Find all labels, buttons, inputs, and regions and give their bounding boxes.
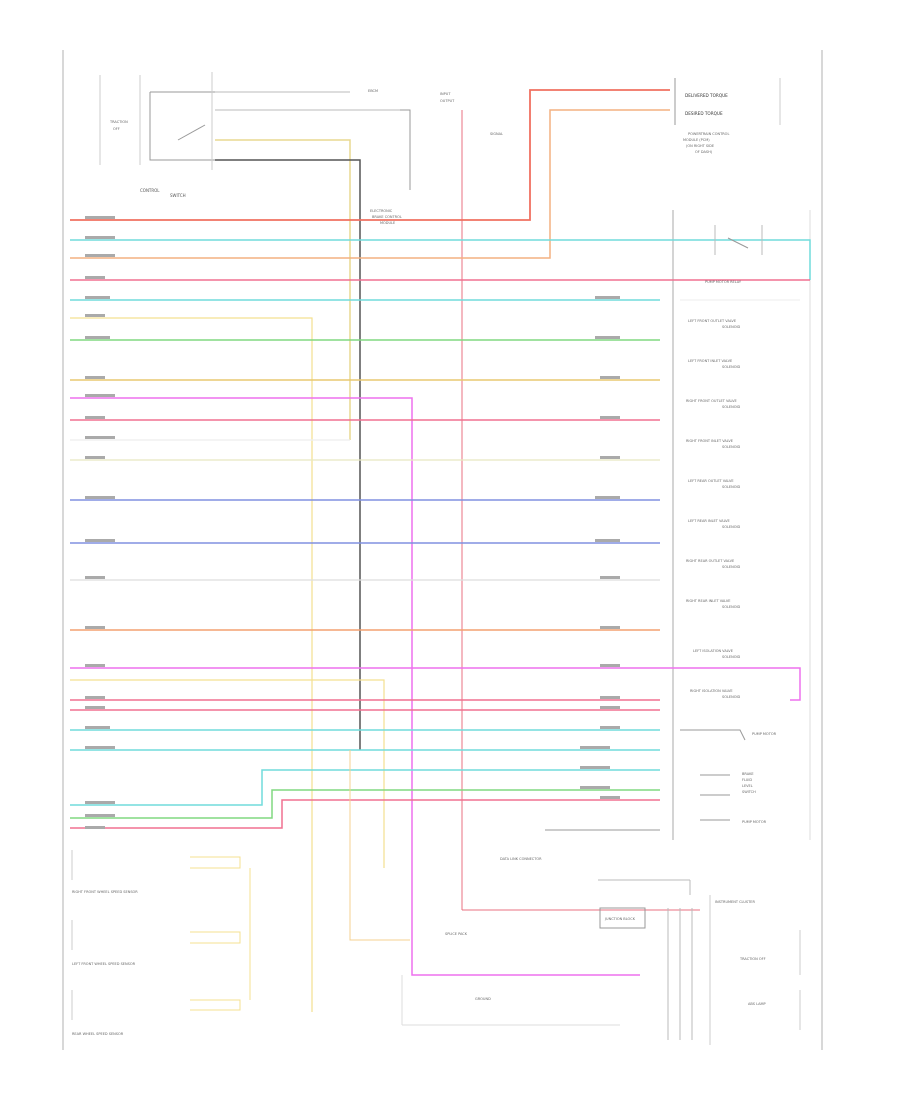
valve-label: LEFT REAR INLET VALVE (688, 519, 730, 523)
valve-label: RIGHT REAR INLET VALVE (686, 599, 730, 603)
pcm-block-label-2: MODULE (PCM) (683, 138, 710, 142)
ebcm-label-2: BRAKE CONTROL (372, 215, 402, 219)
switch-caption: CONTROL (140, 188, 160, 193)
valve-label: RIGHT ISOLATION VALVE (690, 689, 733, 693)
ebcm-top-label: EBCM (368, 89, 378, 93)
valve-sub: SOLENOID (722, 485, 741, 489)
valve-left-isolation: LEFT ISOLATION VALVE SOLENOID (693, 649, 741, 659)
diagram-frame (62, 50, 823, 1050)
abs-lamp-label: ABS LAMP (748, 1002, 766, 1006)
valve-sub: SOLENOID (722, 695, 741, 699)
input-label: INPUT (440, 92, 451, 96)
valve-lr-outlet: LEFT REAR OUTLET VALVE SOLENOID (688, 479, 741, 489)
valve-right-isolation: RIGHT ISOLATION VALVE SOLENOID (690, 689, 741, 699)
valve-solenoids: LEFT FRONT OUTLET VALVE SOLENOID LEFT FR… (680, 299, 800, 699)
sensor-rf-label: RIGHT FRONT WHEEL SPEED SENSOR (72, 890, 138, 894)
valve-label: LEFT REAR OUTLET VALVE (688, 479, 734, 483)
valve-sub: SOLENOID (722, 405, 741, 409)
valve-label: LEFT ISOLATION VALVE (693, 649, 733, 653)
bottom-middle: SPLICE PACK DATA LINK CONNECTOR GROUND (349, 750, 700, 1026)
harness-wires (70, 239, 811, 1012)
valve-lf-inlet: LEFT FRONT INLET VALVE SOLENOID (688, 359, 741, 369)
valve-label: LEFT FRONT OUTLET VALVE (688, 319, 736, 323)
pump-motor-label-2: PUMP MOTOR (742, 820, 767, 824)
splice-pack-label: SPLICE PACK (445, 932, 468, 936)
cluster-label: INSTRUMENT CLUSTER (715, 900, 755, 904)
valve-lf-outlet: LEFT FRONT OUTLET VALVE SOLENOID (688, 319, 741, 329)
valve-sub: SOLENOID (722, 655, 741, 659)
junction-label: JUNCTION BLOCK (604, 917, 636, 921)
pcm-block-label-4: OF DASH) (695, 150, 713, 154)
valve-rf-outlet: RIGHT FRONT OUTLET VALVE SOLENOID (686, 399, 741, 409)
output-label: OUTPUT (440, 99, 455, 103)
valve-label: RIGHT FRONT INLET VALVE (686, 439, 733, 443)
valve-sub: SOLENOID (722, 365, 741, 369)
pcm-block-label: POWERTRAIN CONTROL (688, 132, 729, 136)
pcm-connector: DELIVERED TORQUE DESIRED TORQUE POWERTRA… (70, 78, 781, 259)
valve-label: LEFT FRONT INLET VALVE (688, 359, 732, 363)
switch-caption-2: SWITCH (170, 193, 186, 198)
pump-motor-relay: PUMP MOTOR RELAY (705, 225, 763, 284)
pcm-desired-torque: DESIRED TORQUE (685, 111, 723, 116)
ground-label: GROUND (475, 997, 491, 1001)
switch-label-2: OFF (113, 127, 120, 131)
valve-sub: SOLENOID (722, 565, 741, 569)
valve-sub: SOLENOID (722, 525, 741, 529)
wheel-speed-sensors: RIGHT FRONT WHEEL SPEED SENSOR LEFT FRON… (71, 850, 251, 1036)
signal-label: SIGNAL (490, 132, 503, 136)
switch-label-b: SWITCH (742, 790, 756, 794)
ebcm-label-3: MODULE (380, 221, 395, 225)
valve-rr-outlet: RIGHT REAR OUTLET VALVE SOLENOID (686, 559, 741, 569)
wire-labels (85, 216, 620, 829)
valve-sub: SOLENOID (722, 445, 741, 449)
pcm-block-label-3: (ON RIGHT SIDE (686, 144, 714, 148)
pump-motor-label: PUMP MOTOR (752, 732, 777, 736)
sensor-rear-label: REAR WHEEL SPEED SENSOR (72, 1032, 124, 1036)
ebcm-label: ELECTRONIC (370, 209, 393, 213)
sensor-lf-label: LEFT FRONT WHEEL SPEED SENSOR (72, 962, 136, 966)
valve-rf-inlet: RIGHT FRONT INLET VALVE SOLENOID (686, 439, 741, 449)
valve-sub: SOLENOID (722, 325, 741, 329)
switch-label: TRACTION (109, 120, 128, 124)
fluid-label: FLUID (742, 778, 752, 782)
pcm-delivered-torque: DELIVERED TORQUE (685, 93, 728, 98)
lower-right-components: PUMP MOTOR BRAKE FLUID LEVEL SWITCH PUMP… (680, 729, 777, 824)
level-label: LEVEL (742, 784, 753, 788)
brake-label: BRAKE (742, 772, 754, 776)
relay-label: PUMP MOTOR RELAY (705, 280, 742, 284)
instrument-cluster: JUNCTION BLOCK INSTRUMENT CLUSTER TRACTI… (598, 879, 801, 1045)
valve-label: RIGHT FRONT OUTLET VALVE (686, 399, 737, 403)
dlc-label: DATA LINK CONNECTOR (500, 857, 542, 861)
valve-rr-inlet: RIGHT REAR INLET VALVE SOLENOID (686, 599, 741, 609)
valve-label: RIGHT REAR OUTLET VALVE (686, 559, 734, 563)
traction-lamp-label: TRACTION OFF (739, 957, 766, 961)
traction-control-switch: TRACTION OFF CONTROL SWITCH (99, 72, 215, 198)
valve-lr-inlet: LEFT REAR INLET VALVE SOLENOID (688, 519, 741, 529)
valve-sub: SOLENOID (722, 605, 741, 609)
